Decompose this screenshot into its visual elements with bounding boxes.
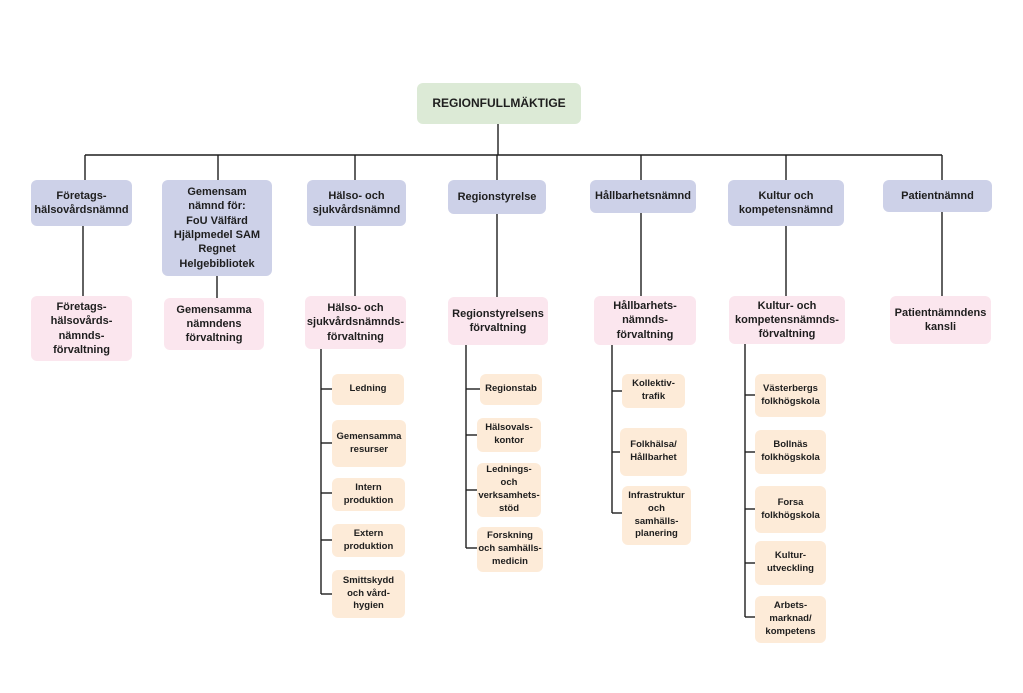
regionstyrelse-box: Regionstyrelse — [448, 180, 546, 214]
hs-forvaltning-box: Hälso- och sjukvårdsnämnds- förvaltning — [305, 296, 406, 349]
patientnamnd-box: Patientnämnd — [883, 180, 992, 212]
unit-kulturutveckling: Kultur- utveckling — [755, 541, 826, 585]
foretagshalsovard-forvaltning-box: Företags- hälsovårds- nämnds- förvaltnin… — [31, 296, 132, 361]
unit-halsovalskontor: Hälsovals- kontor — [477, 418, 541, 452]
unit-regionstab: Regionstab — [480, 374, 542, 405]
unit-kollektivtrafik: Kollektiv- trafik — [622, 374, 685, 408]
kultur-kompetensnamnd-box: Kultur och kompetensnämnd — [728, 180, 844, 226]
unit-lednings-verksamhetsstod: Lednings- och verksamhets- stöd — [477, 463, 541, 517]
unit-extern-produktion: Extern produktion — [332, 524, 405, 557]
hallbarhetsnamnds-forvaltning-box: Hållbarhets- nämnds- förvaltning — [594, 296, 696, 345]
gemensamma-namndens-forvaltning-box: Gemensamma nämndens förvaltning — [164, 298, 264, 350]
foretagshalsovardsnamnd-box: Företags- hälsovårdsnämnd — [31, 180, 132, 226]
hallbarhetsnamnd-box: Hållbarhetsnämnd — [590, 180, 696, 213]
unit-ledning: Ledning — [332, 374, 404, 405]
unit-folkhalsa-hallbarhet: Folkhälsa/ Hållbarhet — [620, 428, 687, 476]
patientnamndens-kansli-box: Patientnämndens kansli — [890, 296, 991, 344]
kultur-kompetensnamnds-forvaltning-box: Kultur- och kompetensnämnds- förvaltning — [729, 296, 845, 344]
regionfullmaktige-box: REGIONFULLMÄKTIGE — [417, 83, 581, 124]
unit-forskning-samhallsmedicin: Forskning och samhälls- medicin — [477, 527, 543, 572]
unit-vasterbergs-folkhogskola: Västerbergs folkhögskola — [755, 374, 826, 417]
unit-arbetsmarknad-kompetens: Arbets- marknad/ kompetens — [755, 596, 826, 643]
unit-intern-produktion: Intern produktion — [332, 478, 405, 511]
unit-gemensamma-resurser: Gemensamma resurser — [332, 420, 406, 467]
regionstyrelsens-forvaltning-box: Regionstyrelsens förvaltning — [448, 297, 548, 345]
unit-smittskydd: Smittskydd och vård- hygien — [332, 570, 405, 618]
gemensam-namnd-box: Gemensam nämnd för: FoU Välfärd Hjälpmed… — [162, 180, 272, 276]
halso-sjukvardsnamnd-box: Hälso- och sjukvårdsnämnd — [307, 180, 406, 226]
unit-infrastruktur: Infrastruktur och samhälls- planering — [622, 486, 691, 545]
unit-bollnas-folkhogskola: Bollnäs folkhögskola — [755, 430, 826, 474]
unit-forsa-folkhogskola: Forsa folkhögskola — [755, 486, 826, 533]
